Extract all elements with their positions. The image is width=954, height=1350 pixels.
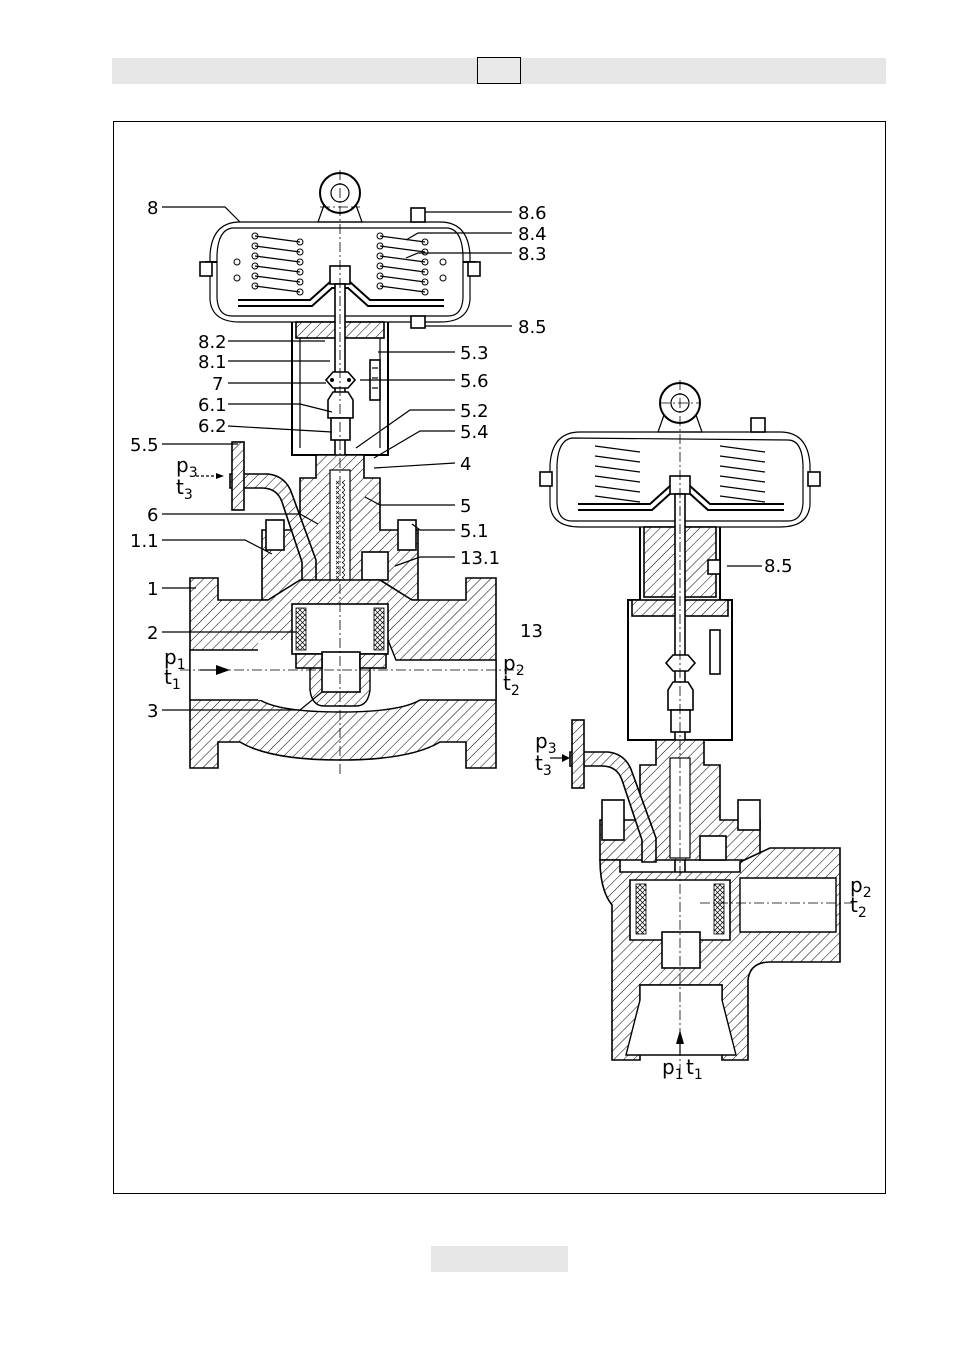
label-5-6: 5.6 bbox=[460, 371, 489, 392]
label-5: 5 bbox=[460, 496, 471, 517]
label-2: 2 bbox=[147, 623, 158, 644]
label-5-2: 5.2 bbox=[460, 401, 489, 422]
label-7: 7 bbox=[212, 374, 223, 395]
right-outlet-symbols: p2 t2 bbox=[850, 873, 872, 921]
right-valve bbox=[540, 380, 852, 1075]
label-6-2: 6.2 bbox=[198, 416, 227, 437]
label-3: 3 bbox=[147, 701, 158, 722]
label-1-1: 1.1 bbox=[130, 531, 159, 552]
label-5-5: 5.5 bbox=[130, 435, 159, 456]
label-right-8-5: 8.5 bbox=[764, 556, 793, 577]
label-4: 4 bbox=[460, 454, 471, 475]
label-8: 8 bbox=[147, 198, 158, 219]
label-13: 13 bbox=[520, 621, 543, 642]
left-body bbox=[190, 578, 496, 768]
label-13-1: 13.1 bbox=[460, 548, 500, 569]
label-8-4: 8.4 bbox=[518, 224, 547, 245]
svg-text:t1: t1 bbox=[686, 1055, 703, 1083]
left-bonnet bbox=[230, 442, 418, 600]
left-inlet-symbols: p1 t1 bbox=[164, 645, 186, 693]
label-8-6: 8.6 bbox=[518, 203, 547, 224]
label-5-3: 5.3 bbox=[460, 343, 489, 364]
left-aux-symbols: p3 t3 bbox=[176, 453, 198, 503]
label-1: 1 bbox=[147, 579, 158, 600]
right-aux-symbols: p3 t3 bbox=[535, 729, 557, 779]
label-5-1: 5.1 bbox=[460, 521, 489, 542]
right-inlet-symbols: p1 t1 bbox=[662, 1055, 703, 1083]
label-5-4: 5.4 bbox=[460, 422, 489, 443]
label-6-1: 6.1 bbox=[198, 395, 227, 416]
label-8-1: 8.1 bbox=[198, 352, 227, 373]
label-8-2: 8.2 bbox=[198, 332, 227, 353]
label-8-5: 8.5 bbox=[518, 317, 547, 338]
right-bonnet bbox=[570, 720, 760, 862]
label-8-3: 8.3 bbox=[518, 244, 547, 265]
right-body bbox=[600, 848, 840, 1060]
left-outlet-symbols: p2 t2 bbox=[503, 651, 525, 699]
label-6: 6 bbox=[147, 505, 158, 526]
